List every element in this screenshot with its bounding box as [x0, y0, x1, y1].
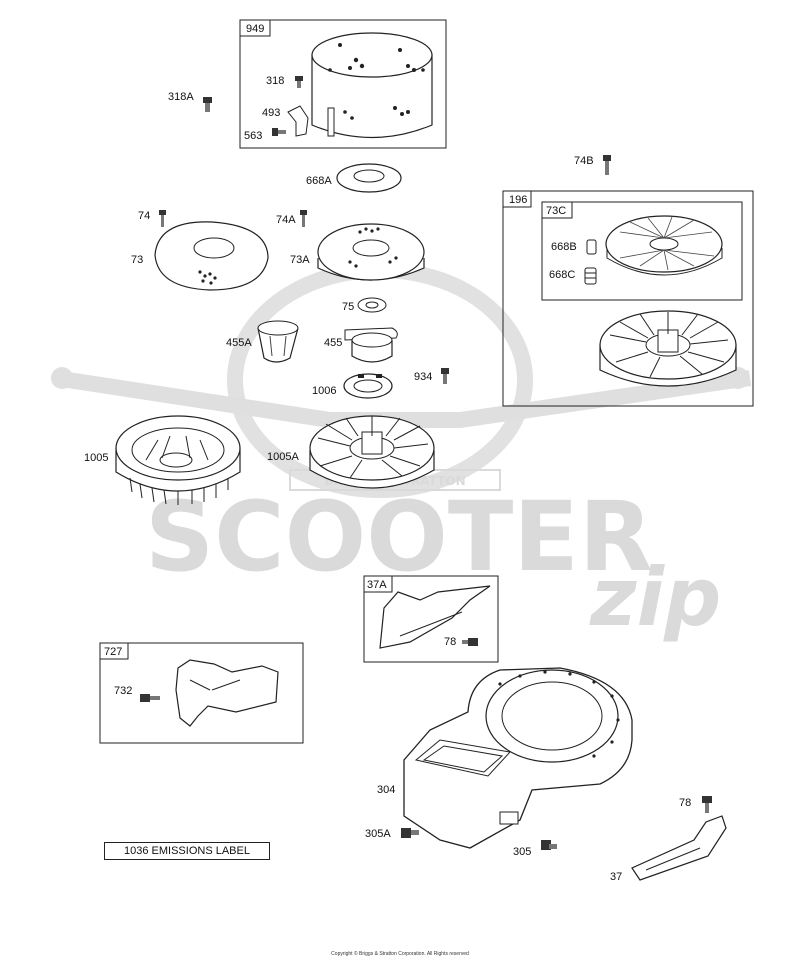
bolt-74B-drawing	[603, 155, 611, 175]
part-label-73: 73	[131, 254, 143, 266]
bolt-732-drawing	[140, 694, 160, 702]
part-label-74: 74	[138, 210, 150, 222]
bolt-318A-drawing	[203, 97, 212, 112]
flywheel-196-drawing	[599, 310, 737, 387]
copyright-notice: Copyright © Briggs & Stratton Corporatio…	[331, 951, 469, 957]
part-label-37: 37	[610, 871, 622, 883]
box-label-37A: 37A	[367, 579, 387, 591]
bolt-74A-drawing	[300, 210, 307, 227]
box-727: 727 732	[99, 642, 304, 744]
bolt-78-37A-drawing	[462, 638, 478, 646]
part-label-74B: 74B	[574, 155, 594, 167]
part-label-668C: 668C	[549, 269, 575, 281]
part-label-493: 493	[262, 107, 280, 119]
bolt-305-drawing	[541, 840, 557, 850]
emissions-label-box: 1036 EMISSIONS LABEL	[104, 842, 270, 860]
box-label-949: 949	[246, 23, 264, 35]
gasket-668A-drawing	[336, 163, 402, 193]
bolt-74-drawing	[159, 210, 166, 227]
part-label-318: 318	[266, 75, 284, 87]
bolt-563-drawing	[272, 128, 286, 136]
part-label-74A: 74A	[276, 214, 296, 226]
box-949: 949 318 493 563	[239, 19, 447, 149]
plate-73-drawing	[154, 221, 269, 291]
part-label-305: 305	[513, 846, 531, 858]
screen-73C-drawing	[605, 215, 723, 276]
part-label-75: 75	[342, 301, 354, 313]
bolt-78-drawing	[702, 796, 712, 813]
flywheel-1005A-drawing	[309, 415, 435, 489]
box-196: 196 73C 668B 668C	[502, 190, 754, 407]
air-cleaner-cover-drawing	[311, 32, 433, 139]
part-668B-drawing	[586, 239, 597, 255]
box-label-727: 727	[104, 646, 122, 658]
bolt-305A-drawing	[401, 828, 419, 838]
part-label-1005A: 1005A	[267, 451, 299, 463]
part-label-73A: 73A	[290, 254, 310, 266]
ring-1006-drawing	[343, 373, 393, 399]
bolt-934-drawing	[441, 368, 449, 384]
cup-455A-drawing	[257, 320, 299, 363]
guard-37A-drawing	[379, 585, 491, 649]
part-label-1005: 1005	[84, 452, 108, 464]
flywheel-1005-drawing	[115, 415, 241, 505]
watermark-script: zip	[589, 551, 721, 644]
part-label-455A: 455A	[226, 337, 252, 349]
box-37A: 37A 78	[363, 575, 499, 663]
part-label-668B: 668B	[551, 241, 577, 253]
part-label-305A: 305A	[365, 828, 391, 840]
part-label-304: 304	[377, 784, 395, 796]
blower-housing-304-drawing	[403, 667, 633, 849]
part-668C-drawing	[584, 267, 597, 285]
part-label-934: 934	[414, 371, 432, 383]
part-label-78-guard: 78	[444, 636, 456, 648]
watermark-brand: SCOOTER	[145, 481, 653, 593]
part-label-668A: 668A	[306, 175, 332, 187]
cup-455-drawing	[344, 327, 398, 363]
part-label-78-bracket: 78	[679, 797, 691, 809]
watermark: BRIGGS & STRATTON SCOOTER zip	[51, 262, 752, 644]
baffle-727-drawing	[175, 659, 279, 727]
part-label-1006: 1006	[312, 385, 336, 397]
part-label-563: 563	[244, 130, 262, 142]
bracket-493-drawing	[287, 105, 309, 137]
cover-73A-drawing	[317, 223, 425, 281]
box-label-73C: 73C	[546, 205, 566, 217]
guard-37-drawing	[631, 815, 727, 881]
box-label-196: 196	[509, 194, 527, 206]
part-label-732: 732	[114, 685, 132, 697]
part-label-455: 455	[324, 337, 342, 349]
part-label-318A: 318A	[168, 91, 194, 103]
bolt-318-drawing	[295, 76, 303, 88]
washer-75-drawing	[357, 297, 387, 313]
